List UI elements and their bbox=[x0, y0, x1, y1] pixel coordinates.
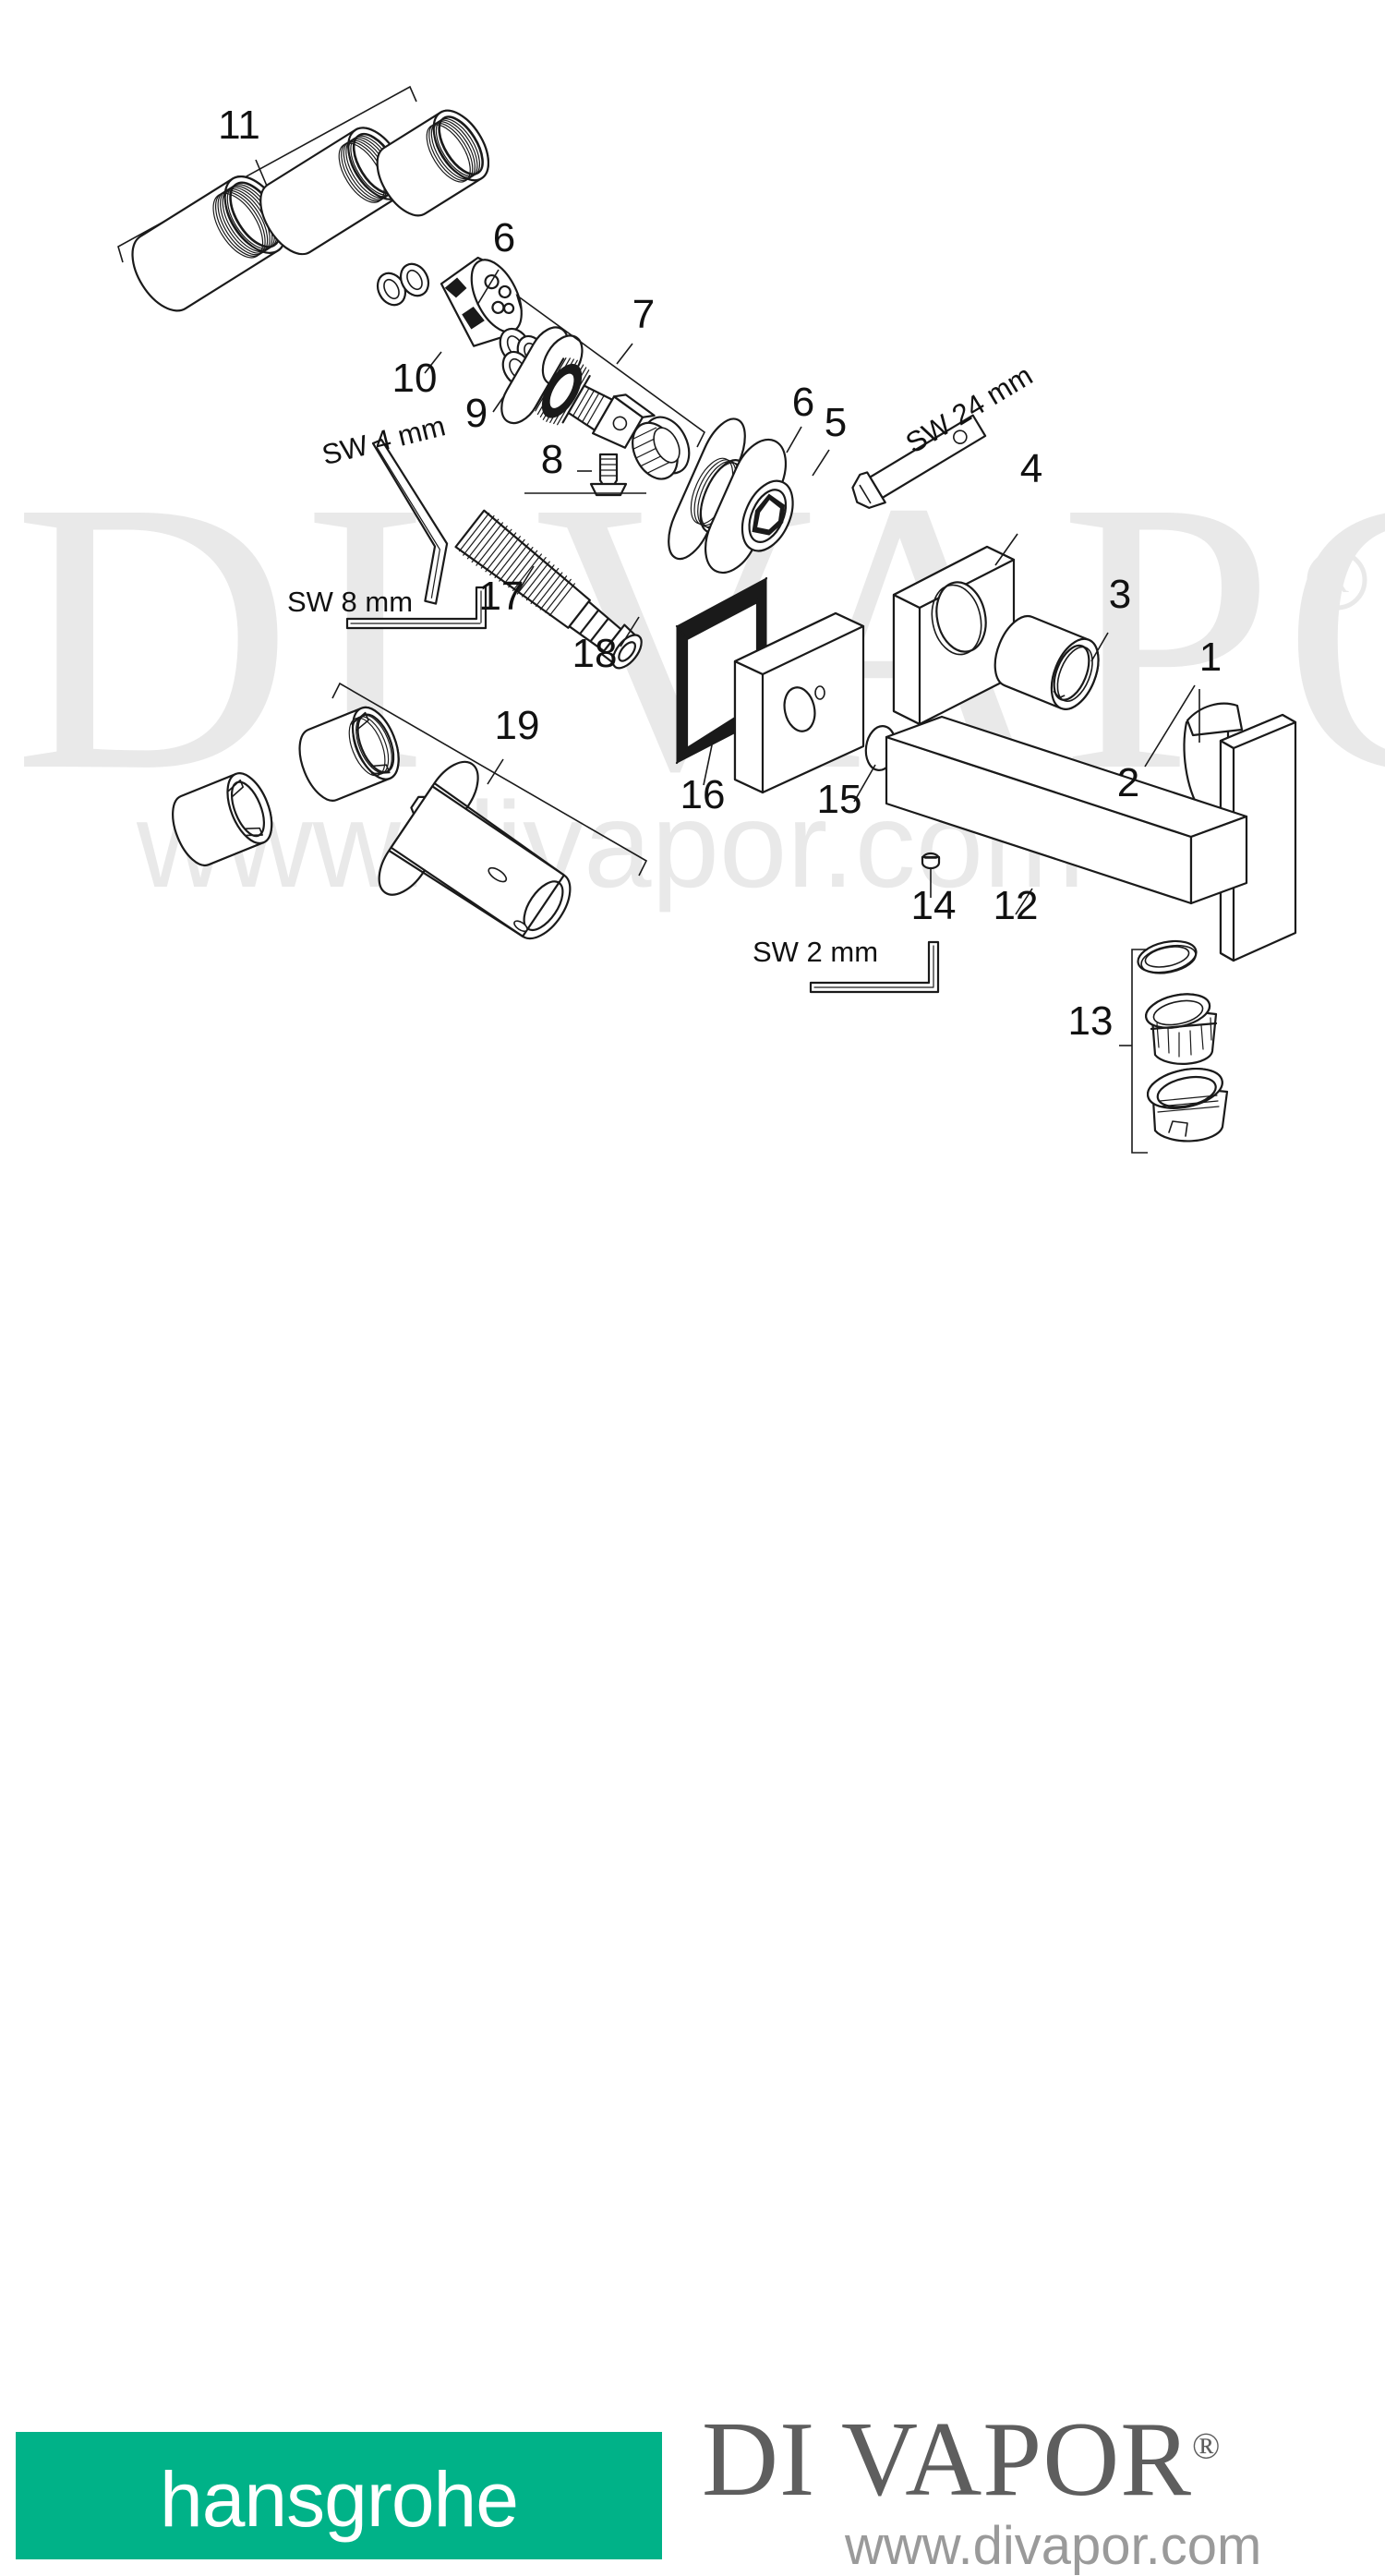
callout-number-lever-handle: 1 bbox=[1199, 635, 1222, 680]
callout-number-flexible-hose: 17 bbox=[479, 574, 524, 619]
diagram-canvas: DI VAPOR R www.divapor.com bbox=[0, 85, 1385, 2573]
callout-number-spout-o-ring: 15 bbox=[817, 777, 862, 822]
tool-label-sw2: SW 2 mm bbox=[753, 936, 878, 968]
callout-number-cartridge: 7 bbox=[632, 292, 655, 337]
callout-number-extension-kit: 19 bbox=[495, 703, 540, 748]
footer-bar: hansgrohe DI VAPOR® www.divapor.com bbox=[0, 1201, 1385, 2573]
part-8-fixing-screw bbox=[524, 453, 646, 497]
divapor-url-text: www.divapor.com bbox=[845, 2516, 1262, 2576]
part-17-flexible-hose bbox=[454, 509, 643, 670]
tool-sw8-allen-key bbox=[345, 586, 488, 630]
parts-drawing-layer bbox=[117, 85, 1297, 1154]
tool-sw4-allen-key bbox=[371, 439, 449, 605]
callout-number-o-ring-seal-lower: 6 bbox=[493, 215, 515, 260]
tool-label-sw24: SW 24 mm bbox=[900, 359, 1038, 460]
callout-number-fixing-screw: 8 bbox=[541, 437, 563, 482]
part-7-mixer-cartridge bbox=[500, 293, 706, 480]
registered-trademark-icon: ® bbox=[1192, 2425, 1221, 2467]
part-12-spout bbox=[885, 715, 1248, 915]
part-4-escutcheon-front bbox=[733, 611, 865, 794]
callout-number-grub-screw: 2 bbox=[1117, 760, 1139, 805]
part-3-handle-sleeve bbox=[994, 615, 1109, 710]
callout-number-spout: 12 bbox=[994, 883, 1039, 928]
part-13-aerator-assembly bbox=[1119, 939, 1229, 1154]
part-5-6-cartridge-nut bbox=[668, 417, 830, 574]
part-1-lever-handle bbox=[1144, 684, 1297, 962]
callout-number-hose-connector: 18 bbox=[572, 631, 618, 676]
callout-number-wall-gasket: 16 bbox=[680, 772, 726, 817]
tool-label-sw4: SW 4 mm bbox=[319, 409, 448, 471]
hansgrohe-logo-box: hansgrohe bbox=[16, 2432, 662, 2559]
callout-number-spout-grub-screw: 14 bbox=[911, 883, 957, 928]
callout-number-square-escutcheon: 4 bbox=[1020, 446, 1042, 491]
tool-sw2-allen-key bbox=[809, 940, 940, 994]
callout-number-o-ring-set: 9 bbox=[465, 391, 488, 436]
part-14-spout-grub-screw bbox=[921, 852, 941, 898]
callout-number-o-ring-seal-upper: 6 bbox=[792, 380, 814, 425]
tool-label-sw8: SW 8 mm bbox=[287, 586, 413, 618]
part-19-extension-kit bbox=[172, 682, 648, 940]
callout-number-extension-sleeves: 11 bbox=[218, 103, 260, 148]
part-4-square-escutcheon bbox=[892, 533, 1018, 726]
lead-6-upper bbox=[476, 269, 500, 306]
callout-number-diverter-cartridge: 10 bbox=[392, 356, 438, 401]
watermark-registered-icon bbox=[1307, 550, 1367, 611]
part-11-extension-sleeves bbox=[131, 109, 490, 312]
divapor-wordmark: DI VAPOR® bbox=[702, 2406, 1376, 2512]
hansgrohe-logo-text: hansgrohe bbox=[160, 2456, 519, 2543]
lead-18 bbox=[620, 616, 640, 647]
callout-number-handle-sleeve: 3 bbox=[1109, 572, 1131, 617]
callout-number-cartridge-nut: 5 bbox=[825, 400, 847, 445]
callout-number-aerator-assembly: 13 bbox=[1068, 998, 1114, 1044]
divapor-wordmark-text: DI VAPOR bbox=[702, 2401, 1193, 2518]
watermark-registered-letter: R bbox=[1325, 562, 1349, 600]
divapor-logo-block: DI VAPOR® www.divapor.com bbox=[702, 2406, 1376, 2573]
tool-sw24-wrench bbox=[851, 414, 987, 509]
